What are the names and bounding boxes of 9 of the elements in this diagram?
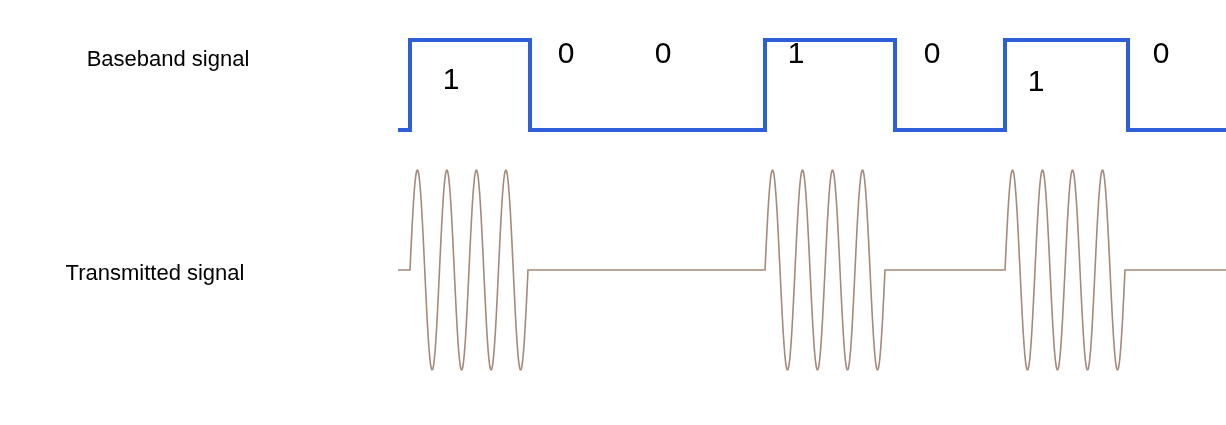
bit-value: 0 xyxy=(1152,34,1170,71)
bit-value: 1 xyxy=(442,60,460,97)
signal-label: Baseband signal xyxy=(86,44,250,73)
signal-label: Transmitted signal xyxy=(65,258,245,287)
bit-value: 0 xyxy=(654,34,672,71)
bit-value: 0 xyxy=(923,34,941,71)
bit-value: 1 xyxy=(1027,62,1045,99)
bit-value: 0 xyxy=(557,34,575,71)
bit-value: 1 xyxy=(787,34,805,71)
